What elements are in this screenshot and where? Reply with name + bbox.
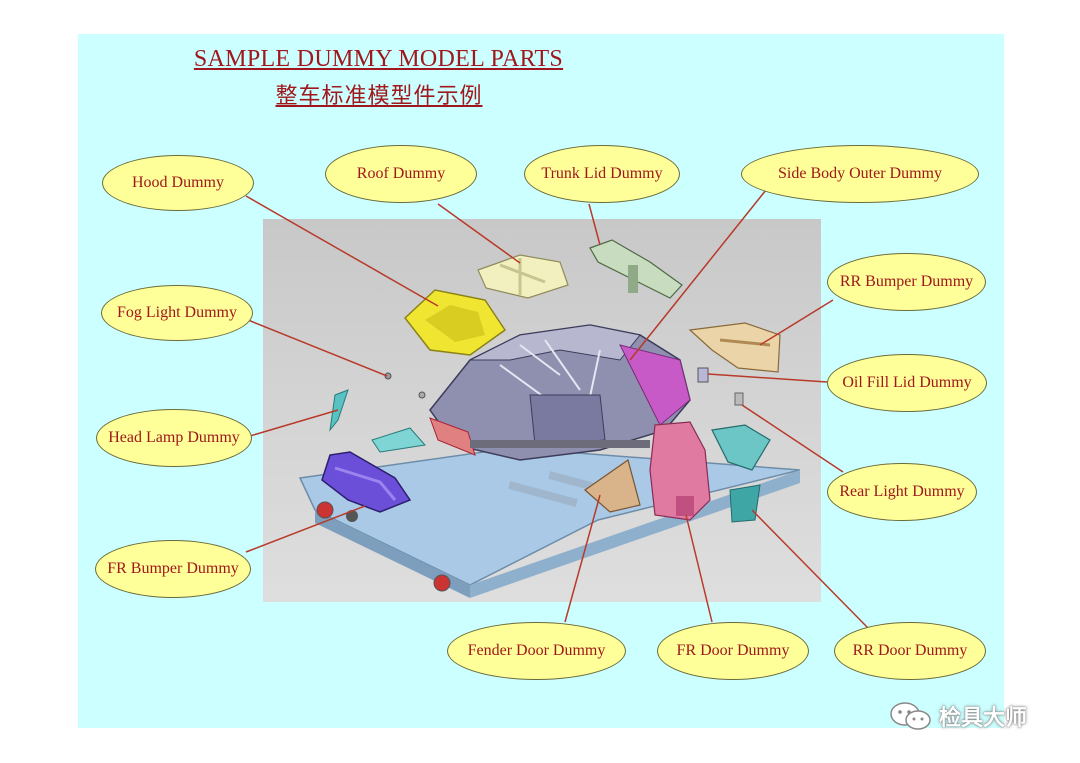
- leader-rr-bumper: [759, 299, 834, 346]
- leader-fr-door: [685, 514, 713, 623]
- leader-roof: [437, 203, 521, 264]
- callout-oil-fill-lid-dummy: Oil Fill Lid Dummy: [827, 354, 987, 412]
- fr-bumper-dummy-part: [321, 451, 412, 513]
- leader-fender-door: [564, 494, 601, 623]
- watermark-text: 检具大师: [939, 706, 1028, 731]
- leader-side-body-outer: [629, 189, 767, 361]
- leader-fog-light: [247, 319, 388, 377]
- car-body-frame: [429, 324, 691, 461]
- callout-side-body-outer-dummy: Side Body Outer Dummy: [741, 145, 979, 203]
- leader-head-lamp: [249, 409, 339, 437]
- trunk-lid-dummy-part: [589, 239, 683, 299]
- callout-fr-door-dummy: FR Door Dummy: [657, 622, 809, 680]
- callout-head-lamp-dummy: Head Lamp Dummy: [96, 409, 252, 467]
- rr-bumper-dummy-part: [688, 322, 781, 373]
- callout-rr-door-dummy: RR Door Dummy: [834, 622, 986, 680]
- title-english: SAMPLE DUMMY MODEL PARTS: [193, 46, 564, 72]
- oil-fill-lid-dummy-part: [697, 367, 709, 383]
- callout-hood-dummy: Hood Dummy: [102, 155, 254, 211]
- callout-fr-bumper-dummy: FR Bumper Dummy: [95, 540, 251, 598]
- leader-hood: [245, 195, 439, 307]
- callout-fender-door-dummy: Fender Door Dummy: [447, 622, 626, 680]
- leader-fr-bumper: [245, 505, 366, 553]
- watermark: 检具大师: [889, 700, 1027, 732]
- callout-rr-bumper-dummy: RR Bumper Dummy: [827, 253, 986, 311]
- callout-rear-light-dummy: Rear Light Dummy: [827, 463, 977, 521]
- leader-oil-fill-lid: [707, 373, 828, 383]
- wechat-icon: [890, 702, 931, 730]
- leader-rear-light: [741, 404, 844, 473]
- fr-door-dummy-part: [649, 421, 711, 521]
- callout-roof-dummy: Roof Dummy: [325, 145, 477, 203]
- hood-dummy-part: [403, 289, 507, 356]
- title-chinese: 整车标准模型件示例: [275, 84, 483, 109]
- callout-trunk-lid-dummy: Trunk Lid Dummy: [524, 145, 680, 203]
- roof-dummy-part: [477, 254, 569, 299]
- leader-trunk-lid: [588, 203, 601, 246]
- callout-fog-light-dummy: Fog Light Dummy: [101, 285, 253, 341]
- fog-light-dummy-part: [384, 372, 426, 399]
- leader-lines: [245, 189, 869, 629]
- leader-rr-door: [751, 509, 869, 629]
- rear-light-dummy-part: [711, 392, 771, 523]
- head-lamp-dummy-part: [329, 389, 426, 453]
